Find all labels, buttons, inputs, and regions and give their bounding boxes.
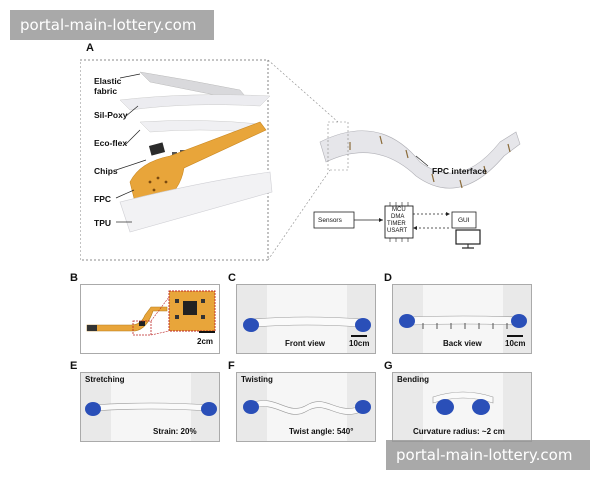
panel-d-caption: Back view <box>443 339 482 348</box>
layer-label-fpc: FPC <box>94 194 111 204</box>
panel-f-letter: F <box>228 360 235 372</box>
mcu-label-3: TIMER <box>387 221 406 227</box>
watermark-top: portal-main-lottery.com <box>10 10 214 40</box>
mcu-label-2: DMA <box>391 214 405 220</box>
panel-d-back-photo: Back view 10cm <box>392 284 532 354</box>
panel-b-letter: B <box>70 272 78 284</box>
panel-b-fpc-photo: 2cm <box>80 284 220 354</box>
panel-b-scale-bar <box>199 331 215 333</box>
chip-mcu <box>148 142 166 156</box>
mcu-label-4: USART <box>387 228 408 234</box>
panel-a-illustration <box>79 59 521 261</box>
panel-g-bending-photo: Bending Curvature radius: ~2 cm <box>392 372 532 442</box>
zoom-box <box>79 59 269 261</box>
layer-label-chips: Chips <box>94 166 118 176</box>
mcu-label-1: MCU <box>392 207 406 213</box>
block-mcu <box>384 205 414 239</box>
layer-label-tpu: TPU <box>94 218 111 228</box>
panel-e-caption: Strain: 20% <box>153 427 197 436</box>
layer-tpu <box>119 171 273 233</box>
panel-e-title: Stretching <box>85 375 125 384</box>
layer-label-sil-poxy: Sil-Poxy <box>94 110 128 120</box>
panel-g-title: Bending <box>397 375 429 384</box>
block-gui <box>451 211 477 229</box>
panel-c-letter: C <box>228 272 236 284</box>
assembled-device-strip <box>319 130 521 189</box>
panel-f-caption: Twist angle: 540° <box>289 427 354 436</box>
monitor-icon <box>455 229 481 245</box>
panel-a-letter: A <box>86 42 94 54</box>
panel-e-letter: E <box>70 360 78 372</box>
panel-c-caption: Front view <box>285 339 326 348</box>
sensors-label: Sensors <box>318 217 342 224</box>
panel-g-letter: G <box>384 360 393 372</box>
panel-d-scale-bar <box>507 335 523 337</box>
panel-c-scale-bar <box>351 335 367 337</box>
panel-d-letter: D <box>384 272 392 284</box>
panel-d-scale-label: 10cm <box>505 339 526 348</box>
watermark-bottom: portal-main-lottery.com <box>386 440 590 470</box>
panel-f-title: Twisting <box>241 375 273 384</box>
panel-g-caption: Curvature radius: ~2 cm <box>413 427 505 436</box>
panel-c-scale-label: 10cm <box>349 339 370 348</box>
layer-sil-poxy <box>119 94 271 111</box>
fpc-interface-label: FPC interface <box>432 166 487 176</box>
panel-e-stretching-photo: Stretching Strain: 20% <box>80 372 220 442</box>
strip-detail-box <box>327 121 349 171</box>
panel-b-scale-label: 2cm <box>197 337 214 346</box>
layer-label-eco-flex: Eco-flex <box>94 138 128 148</box>
gui-label: GUI <box>458 217 470 224</box>
panel-f-twisting-photo: Twisting Twist angle: 540° <box>236 372 376 442</box>
panel-c-front-photo: Front view 10cm <box>236 284 376 354</box>
